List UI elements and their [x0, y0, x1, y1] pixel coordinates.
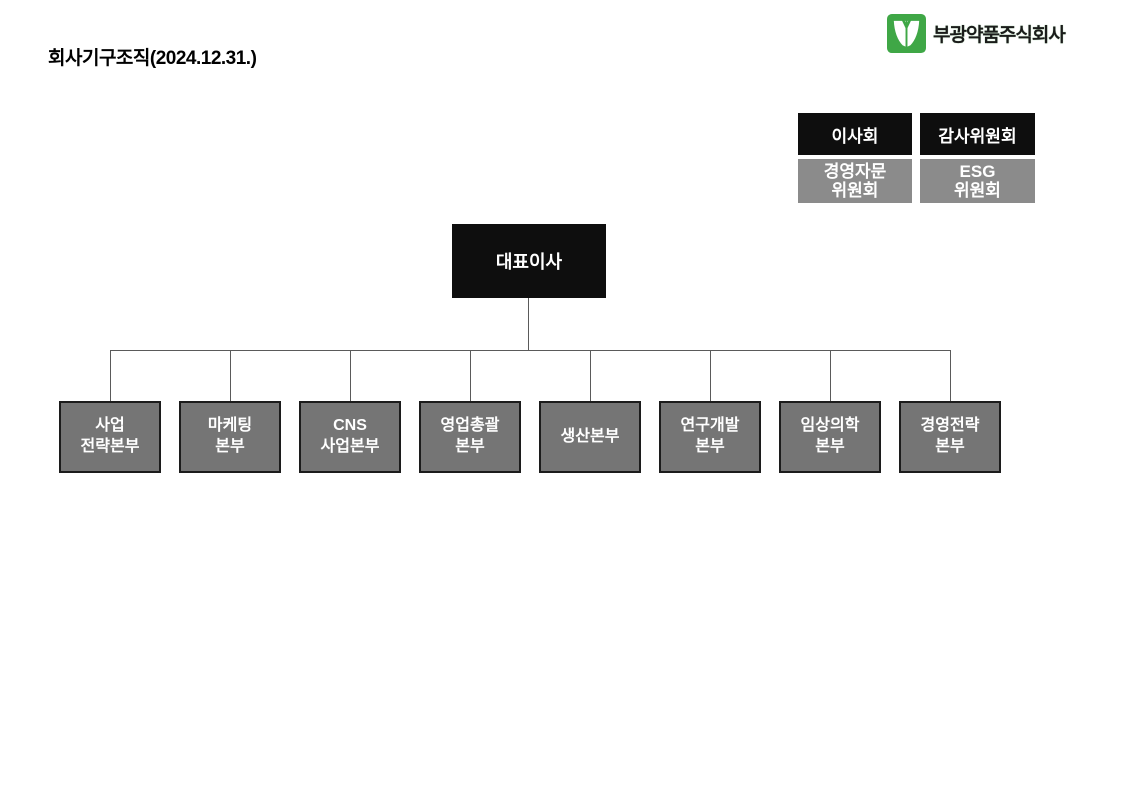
department-label: 사업 전략본부 [80, 417, 140, 455]
audit-committee-box: 감사위원회 [920, 113, 1035, 155]
department-label: 생산본부 [560, 427, 620, 445]
dept-connector-line-6 [710, 350, 711, 401]
company-logo-text: 부광약품주식회사 [933, 25, 1066, 46]
department-box-production: 생산본부 [539, 401, 641, 473]
department-box-business-strategy: 사업 전략본부 [59, 401, 161, 473]
dept-connector-line-2 [230, 350, 231, 401]
management-advisory-committee-label: 경영자문 위원회 [823, 161, 887, 200]
department-label: CNS 사업본부 [320, 417, 380, 455]
board-of-directors-label: 이사회 [831, 126, 879, 146]
board-of-directors-box: 이사회 [798, 113, 912, 155]
company-logo-icon [887, 14, 926, 53]
department-box-cns-business: CNS 사업본부 [299, 401, 401, 473]
department-label: 연구개발 본부 [680, 417, 740, 455]
department-label: 임상의학 본부 [800, 417, 860, 455]
dept-connector-line-3 [350, 350, 351, 401]
department-box-marketing: 마케팅 본부 [179, 401, 281, 473]
audit-committee-label: 감사위원회 [938, 126, 1017, 146]
department-label: 마케팅 본부 [207, 417, 253, 455]
dept-connector-line-8 [950, 350, 951, 401]
dept-connector-line-5 [590, 350, 591, 401]
ceo-box: 대표이사 [452, 224, 606, 298]
esg-committee-label: ESG 위원회 [954, 161, 1001, 200]
management-advisory-committee-box: 경영자문 위원회 [798, 159, 912, 203]
page-title: 회사기구조직(2024.12.31.) [48, 48, 257, 69]
department-box-rnd: 연구개발 본부 [659, 401, 761, 473]
department-box-sales-general: 영업총괄 본부 [419, 401, 521, 473]
department-box-clinical-medicine: 임상의학 본부 [779, 401, 881, 473]
dept-connector-line-7 [830, 350, 831, 401]
department-label: 경영전략 본부 [920, 417, 980, 455]
dept-connector-line-4 [470, 350, 471, 401]
horizontal-connector-line [110, 350, 950, 351]
esg-committee-box: ESG 위원회 [920, 159, 1035, 203]
department-label: 영업총괄 본부 [440, 417, 500, 455]
department-box-management-strategy: 경영전략 본부 [899, 401, 1001, 473]
ceo-connector-line [528, 298, 529, 350]
company-logo: 부광약품주식회사 [887, 14, 1066, 53]
dept-connector-line-1 [110, 350, 111, 401]
ceo-label: 대표이사 [495, 252, 563, 272]
